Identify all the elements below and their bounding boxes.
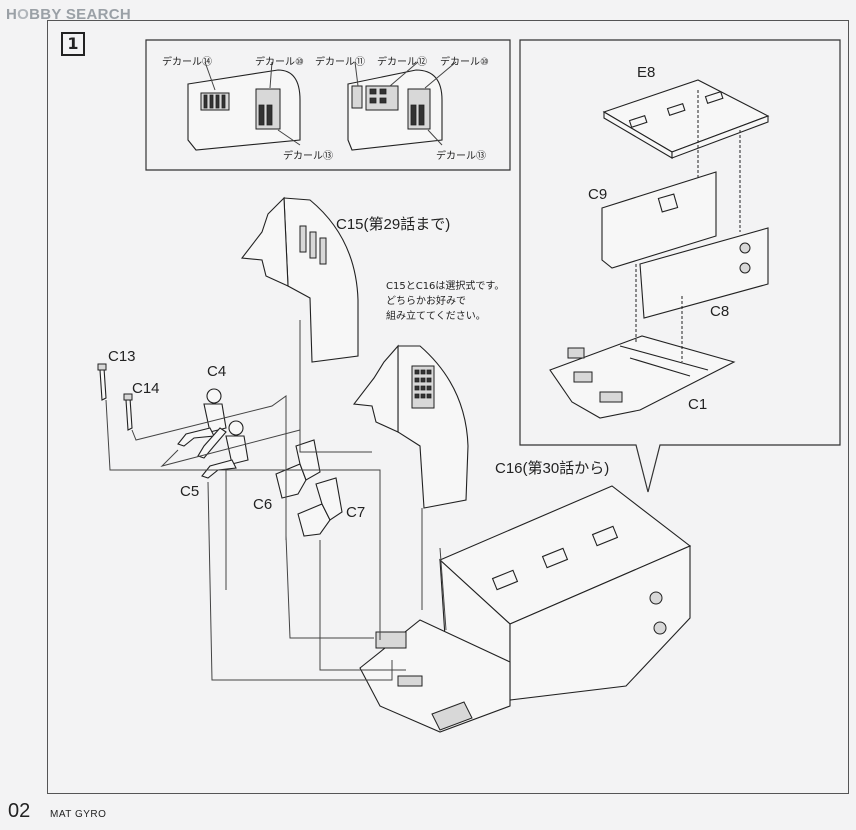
decal-label-10-left: デカール⑩ xyxy=(255,57,304,68)
label-c16: C16(第30話から) xyxy=(495,460,610,477)
part-c5-figure xyxy=(202,421,248,478)
part-c16 xyxy=(354,346,468,508)
note-line-1: C15とC16は選択式です。 xyxy=(386,281,505,292)
part-c15 xyxy=(242,198,358,362)
label-c4: C4 xyxy=(207,363,227,380)
label-c1: C1 xyxy=(688,396,708,413)
part-c14-lever xyxy=(124,394,132,430)
footer-title: MAT GYRO xyxy=(50,809,107,820)
decal-panel-right xyxy=(348,70,442,150)
decal-inset-frame xyxy=(146,40,510,170)
page-number: 02 xyxy=(8,800,31,822)
decal-label-13-left: デカール⑬ xyxy=(283,151,333,162)
watermark-brand-b: BBY SEARCH xyxy=(29,6,132,23)
decal-label-10-right: デカール⑩ xyxy=(440,57,489,68)
note-line-2: どちらかお好みで xyxy=(386,296,466,307)
label-e8: E8 xyxy=(637,64,656,81)
decal-label-11: デカール⑪ xyxy=(315,57,365,68)
selection-note: C15とC16は選択式です。 どちらかお好みで 組み立ててください。 xyxy=(386,279,504,324)
part-e8 xyxy=(604,80,768,158)
label-c9: C9 xyxy=(588,186,608,203)
label-c13: C13 xyxy=(108,348,136,365)
watermark-logo-o: O xyxy=(17,6,30,23)
part-c7-seat xyxy=(298,478,342,536)
page-frame xyxy=(47,20,849,794)
part-c6-seat xyxy=(276,440,320,498)
label-c8: C8 xyxy=(710,303,730,320)
part-c8 xyxy=(640,228,768,318)
note-line-3: 組み立ててください。 xyxy=(386,311,486,322)
decal-label-13-right: デカール⑬ xyxy=(436,151,486,162)
upper-assembly-inset xyxy=(520,40,840,492)
decal-panel-left xyxy=(188,70,300,150)
label-c5: C5 xyxy=(180,483,200,500)
hobby-search-watermark: HOBBY SEARCH xyxy=(6,6,131,23)
label-c7: C7 xyxy=(346,504,366,521)
decal-label-12: デカール⑫ xyxy=(377,57,427,68)
part-c1 xyxy=(550,336,734,418)
decal-label-14-left: デカール⑭ xyxy=(162,57,212,68)
step-number: 1 xyxy=(61,32,85,56)
watermark-brand-a: H xyxy=(6,6,18,23)
main-cabin-body xyxy=(360,486,690,732)
part-c9 xyxy=(602,172,716,268)
part-c4-figure xyxy=(178,389,226,458)
label-c15: C15(第29話まで) xyxy=(336,216,451,233)
part-c13-lever xyxy=(98,364,106,400)
label-c6: C6 xyxy=(253,496,273,513)
label-c14: C14 xyxy=(132,380,160,397)
